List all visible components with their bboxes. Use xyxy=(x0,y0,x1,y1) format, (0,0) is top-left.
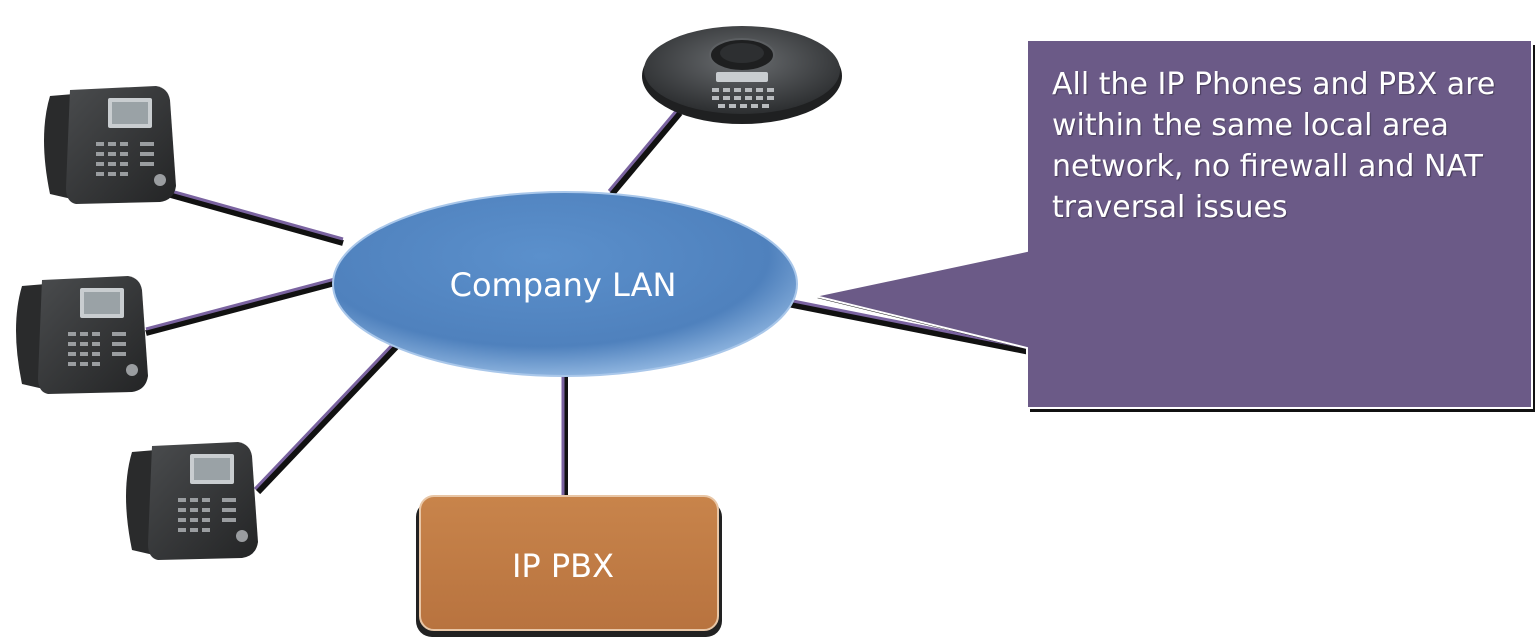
link-lines xyxy=(145,109,1031,497)
ip-pbx-node: IP PBX xyxy=(416,495,722,637)
company-lan-node: Company LAN xyxy=(332,191,798,377)
callout-text: All the IP Phones and PBX are within the… xyxy=(1052,67,1496,225)
callout-shape xyxy=(814,39,1535,412)
company-lan-label: Company LAN xyxy=(450,266,677,304)
conference-phone-icon xyxy=(642,26,842,124)
ip-phone-icon xyxy=(44,86,176,204)
ip-phone-icon xyxy=(16,276,148,394)
ip-phone-icon xyxy=(126,442,258,560)
ip-pbx-label: IP PBX xyxy=(512,547,614,585)
